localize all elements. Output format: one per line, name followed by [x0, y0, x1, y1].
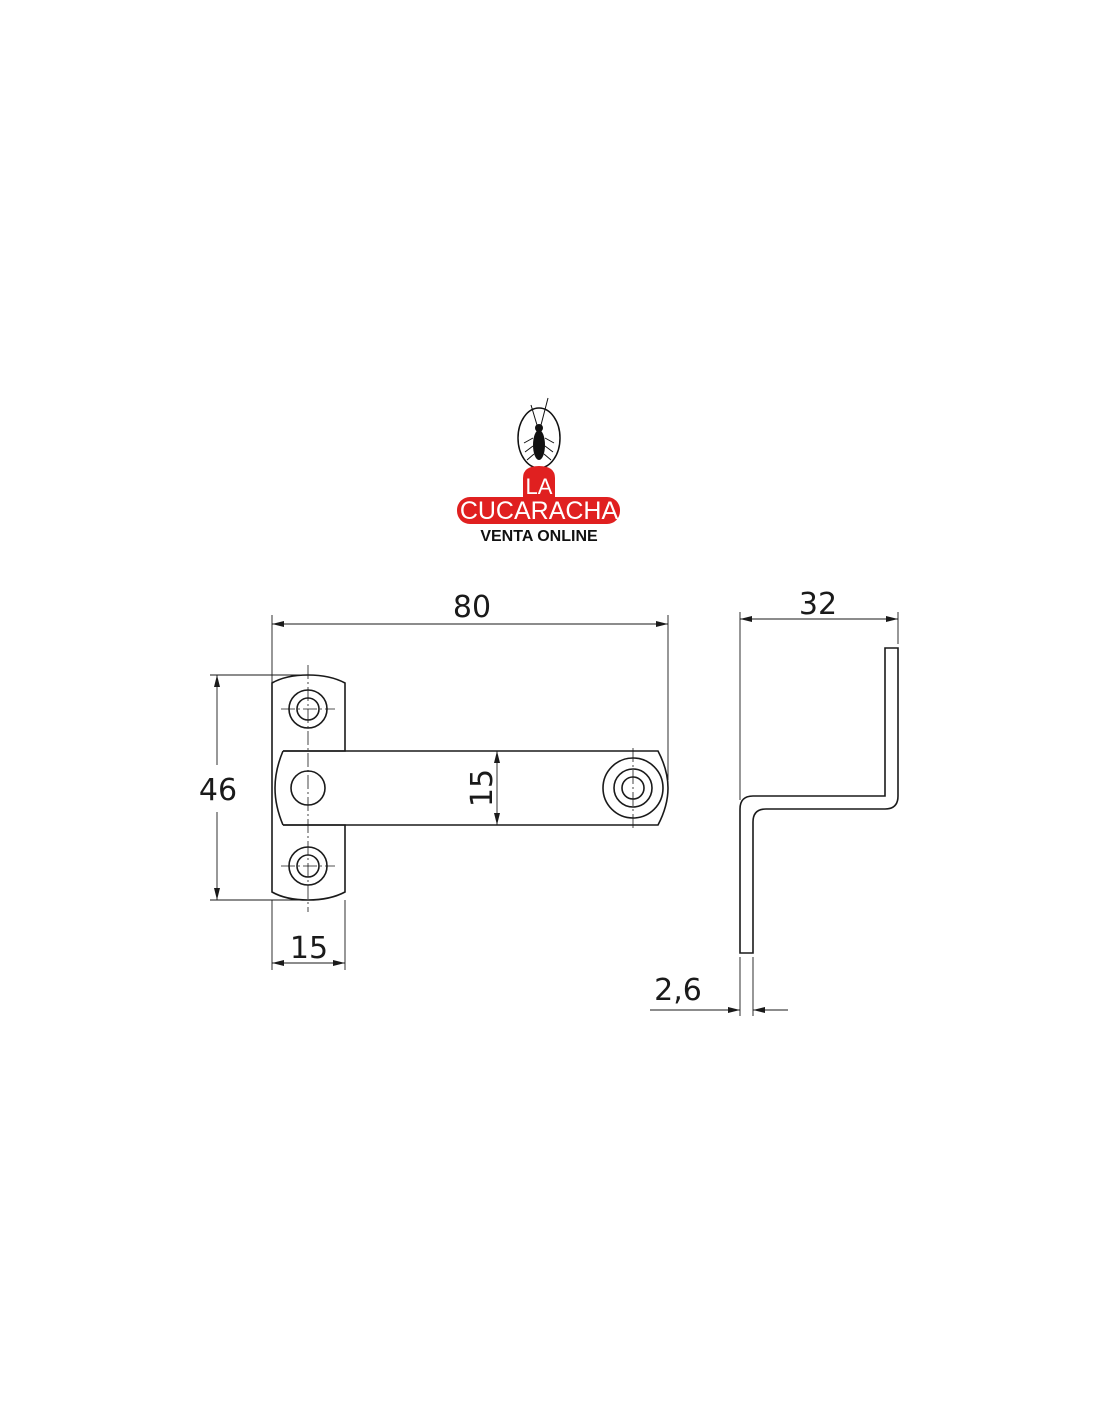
arm-outline [274, 750, 669, 826]
dim-plate-width: 15 [290, 931, 328, 966]
dim-overall-length: 80 [453, 590, 491, 625]
logo-line3: VENTA ONLINE [480, 528, 598, 545]
dim-80-extension [271, 615, 669, 780]
dim-15-extension [271, 900, 346, 970]
logo-line2: CUCARACHA [460, 497, 619, 525]
dim-arm-width: 15 [465, 769, 500, 807]
logo-banner [457, 497, 620, 524]
dim-46-extension [210, 674, 305, 901]
front-view: 80 46 15 15 [199, 590, 669, 970]
logo: LA CUCARACHA VENTA ONLINE [457, 397, 620, 545]
center-lines [281, 665, 634, 912]
dim-plate-height: 46 [199, 773, 237, 808]
dim-thickness: 2,6 [654, 973, 702, 1008]
logo-line1: LA [526, 474, 553, 499]
side-view: 32 2,6 [650, 587, 899, 1016]
bracket-profile [739, 647, 899, 954]
dim-2-6-extension [739, 957, 754, 1016]
cockroach-icon [517, 397, 561, 469]
mounting-plate-outline [271, 674, 346, 901]
dim-depth: 32 [799, 587, 837, 622]
dim-32-extension [739, 612, 899, 800]
